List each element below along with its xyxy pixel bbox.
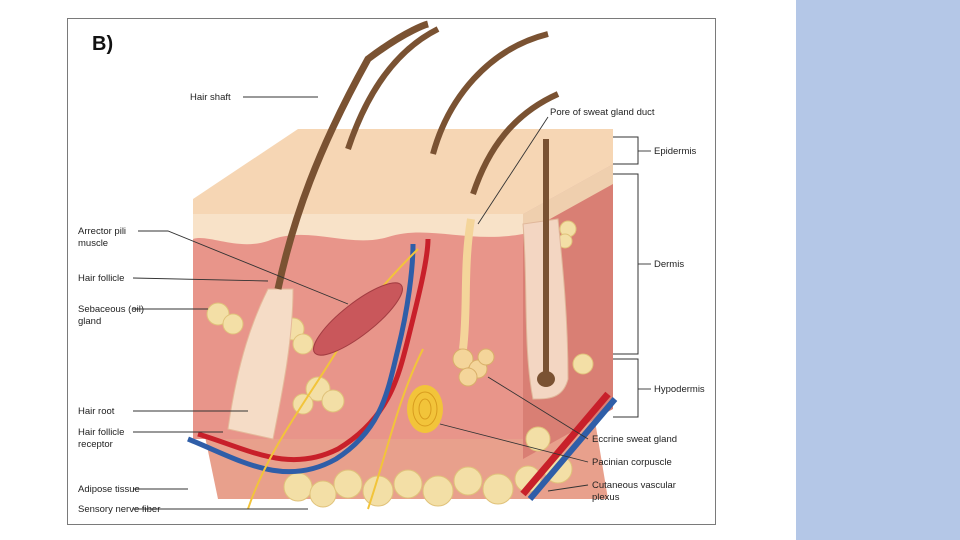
adipose-tissue — [206, 220, 594, 508]
label-sebaceous-1: Sebaceous (oil) — [78, 304, 144, 315]
vein — [187, 243, 416, 475]
label-vascular-1: Cutaneous vascular — [592, 480, 676, 491]
label-eccrine: Eccrine sweat gland — [592, 434, 677, 445]
leader-lines — [132, 96, 651, 510]
label-dermis: Dermis — [654, 259, 684, 270]
label-hair-shaft: Hair shaft — [190, 92, 231, 103]
pacinian-corpuscle — [407, 385, 443, 433]
hair-bulb — [537, 371, 555, 387]
skin-diagram-svg: Hair shaft Pore of sweat gland duct Epid… — [78, 20, 705, 515]
label-pacinian: Pacinian corpuscle — [592, 457, 672, 468]
hair-shaft-4 — [470, 91, 560, 195]
eccrine-sweat-gland — [452, 348, 495, 387]
figure-label: B) — [92, 33, 114, 55]
epidermis-layer — [193, 129, 613, 214]
label-arrector-2: muscle — [78, 238, 108, 249]
label-vascular-2: plexus — [592, 492, 620, 503]
label-sensory: Sensory nerve fiber — [78, 504, 160, 515]
label-follicle-receptor-1: Hair follicle — [78, 427, 124, 438]
arrector-pili-muscle — [313, 282, 403, 356]
label-hair-follicle: Hair follicle — [78, 273, 124, 284]
label-hypodermis: Hypodermis — [654, 384, 705, 395]
side-panel — [796, 0, 960, 540]
label-arrector-1: Arrector pili — [78, 226, 126, 237]
layer-brackets — [613, 136, 639, 418]
vascular-plexus-artery — [520, 391, 611, 497]
hair-shaft-3 — [430, 31, 549, 155]
epidermis-front-edge — [193, 214, 523, 245]
label-pore: Pore of sweat gland duct — [550, 107, 655, 118]
nerve-branch — [367, 348, 424, 510]
label-adipose: Adipose tissue — [78, 484, 140, 495]
hair-shaft-2 — [345, 26, 440, 150]
label-epidermis: Epidermis — [654, 146, 696, 157]
label-hair-root: Hair root — [78, 406, 115, 417]
label-sebaceous-2: gland — [78, 316, 101, 327]
hair-follicle — [227, 288, 294, 440]
sweat-gland-duct — [459, 218, 475, 350]
skin-diagram-figure: Hair shaft Pore of sweat gland duct Epid… — [67, 18, 716, 525]
vascular-plexus-vein — [527, 397, 618, 501]
hair-shaft — [274, 20, 429, 290]
label-follicle-receptor-2: receptor — [78, 439, 113, 450]
